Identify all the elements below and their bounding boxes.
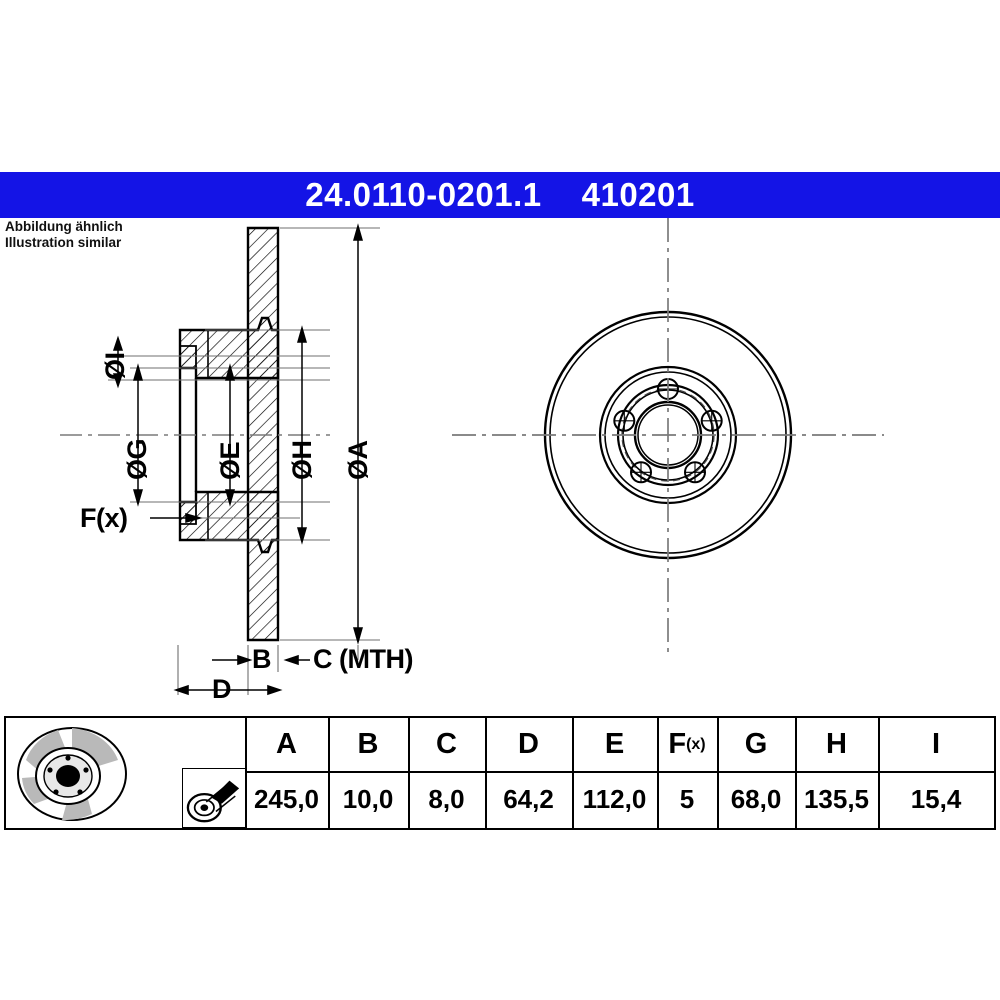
part-number: 24.0110-0201.1 bbox=[305, 176, 542, 213]
bolt-holes bbox=[613, 378, 723, 484]
dimension-arrows bbox=[112, 223, 363, 645]
face-view bbox=[452, 218, 884, 652]
bolt-hole bbox=[684, 461, 706, 484]
hub-step-outer bbox=[616, 383, 720, 487]
dimension-label-b: B bbox=[252, 644, 272, 674]
table-value-cell: 68,0 bbox=[730, 784, 782, 814]
table-column-divider bbox=[245, 718, 247, 828]
table-value-cell: 5 bbox=[679, 784, 695, 814]
center-bore-inner bbox=[637, 404, 699, 466]
header-title: 24.0110-0201.1 410201 bbox=[0, 172, 1000, 218]
dimension-label-c: C (MTH) bbox=[313, 644, 413, 674]
dimension-table: A 245,0 B 10,0 C 8,0 D 64,2 E 112,0 F(x) 5 G 68,0 H 135… bbox=[4, 716, 996, 830]
center-bore-outer bbox=[633, 400, 703, 470]
table-column-divider bbox=[408, 718, 410, 828]
brake-disc-icon bbox=[17, 727, 127, 821]
extension-lines bbox=[108, 227, 380, 641]
table-value-cell: 135,5 bbox=[803, 784, 870, 814]
table-header-cell: G bbox=[744, 728, 768, 760]
table-column-divider bbox=[717, 718, 719, 828]
illustration-note-de: Abbildung ähnlich bbox=[5, 219, 123, 234]
dimension-label-g: ØG bbox=[122, 438, 152, 480]
table-value-cell: 64,2 bbox=[503, 784, 554, 814]
disc-outer-edge bbox=[543, 310, 793, 560]
illustration-note: Abbildung ähnlich Illustration similar bbox=[5, 219, 123, 251]
bolt-hole-pocket-lower bbox=[179, 501, 197, 525]
reference-number: 410201 bbox=[581, 176, 695, 213]
table-column-divider bbox=[657, 718, 659, 828]
table-column-divider bbox=[878, 718, 880, 828]
bottom-dimension-arrows bbox=[173, 654, 310, 696]
table-header-f-subscript: (x) bbox=[686, 735, 706, 753]
disc-friction-edge bbox=[549, 316, 787, 554]
table-header-cell: B bbox=[357, 728, 379, 760]
dimension-table-body: A 245,0 B 10,0 C 8,0 D 64,2 E 112,0 F(x) 5 G 68,0 H 135… bbox=[6, 718, 994, 828]
illustration-note-en: Illustration similar bbox=[5, 235, 122, 250]
bolt-hole bbox=[657, 378, 679, 400]
table-value-cell: 245,0 bbox=[253, 784, 320, 814]
table-header-cell: A bbox=[276, 728, 297, 760]
disc-ring-section bbox=[246, 226, 280, 642]
table-column-divider bbox=[485, 718, 487, 828]
table-value-cell: 15,4 bbox=[910, 784, 962, 814]
table-header-cell: E bbox=[604, 728, 625, 760]
fx-leader bbox=[150, 513, 203, 523]
dimension-label-fx: F(x) bbox=[80, 503, 128, 533]
dimension-label-h: ØH bbox=[287, 440, 317, 481]
hub-flange-outer bbox=[598, 365, 738, 505]
hub-flange-lower bbox=[178, 490, 280, 554]
table-header-cell: F(x) bbox=[657, 718, 717, 771]
table-value-cell: 112,0 bbox=[582, 784, 647, 814]
table-column-divider bbox=[795, 718, 797, 828]
dimension-label-i: ØI bbox=[100, 352, 130, 380]
header-bar bbox=[0, 172, 1000, 218]
dimension-label-d: D bbox=[212, 674, 232, 704]
bolt-hole-pocket-upper bbox=[179, 345, 197, 369]
table-value-cell: 8,0 bbox=[428, 784, 465, 814]
bolt-hole bbox=[630, 461, 652, 484]
table-header-cell: D bbox=[518, 728, 539, 760]
micrometer-caliper-icon bbox=[182, 768, 246, 828]
table-header-cell: I bbox=[931, 728, 941, 760]
dimension-label-a: ØA bbox=[343, 440, 373, 481]
table-column-divider bbox=[572, 718, 574, 828]
table-row-divider bbox=[245, 771, 994, 773]
hub-flange-upper bbox=[178, 316, 280, 380]
hub-flange-inner bbox=[604, 371, 732, 499]
table-header-cell: C bbox=[436, 728, 457, 760]
table-header-cell: H bbox=[826, 728, 847, 760]
bolt-circle bbox=[621, 388, 715, 482]
table-header-f: F bbox=[668, 728, 687, 760]
dimension-label-e: ØE bbox=[215, 441, 245, 480]
hub-step-inner bbox=[622, 389, 714, 481]
bolt-hole bbox=[700, 409, 723, 432]
table-value-cell: 10,0 bbox=[342, 784, 394, 814]
bolt-hole bbox=[613, 409, 636, 432]
table-column-divider bbox=[328, 718, 330, 828]
